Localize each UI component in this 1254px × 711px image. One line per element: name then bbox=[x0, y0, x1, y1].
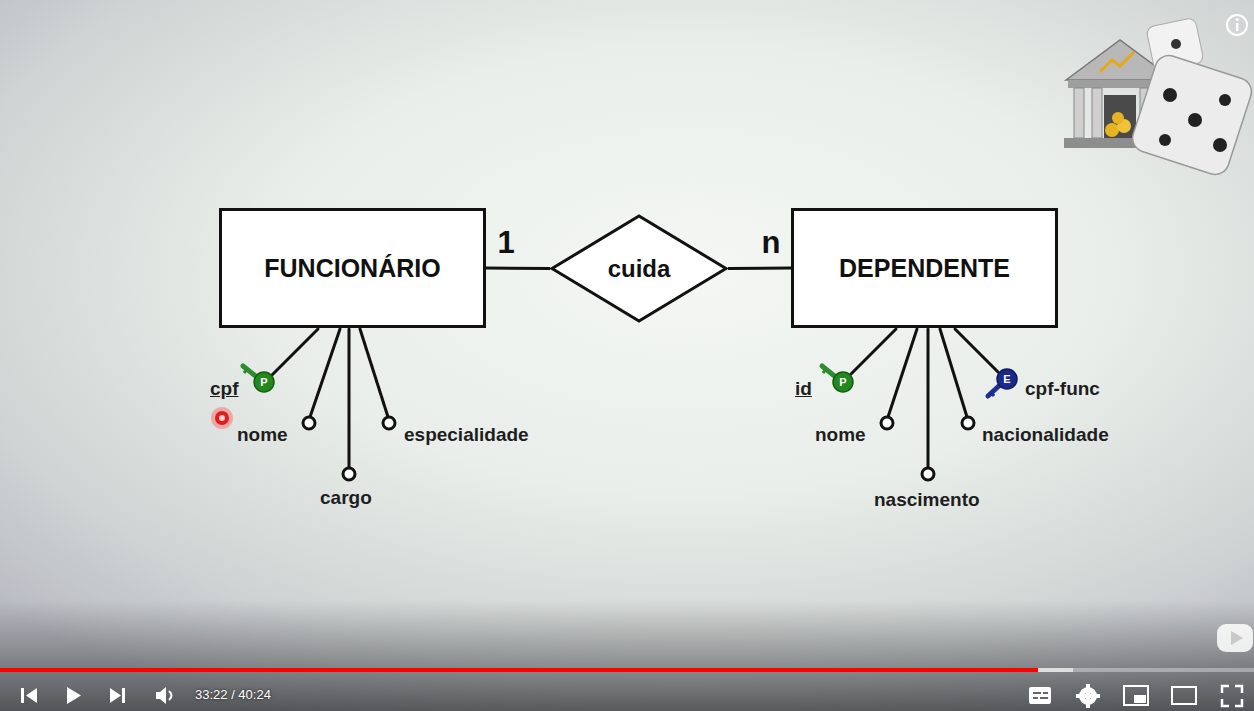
attribute-name: cpf bbox=[210, 378, 239, 400]
player-shade bbox=[0, 600, 1254, 711]
info-icon bbox=[1227, 15, 1247, 35]
attribute-name: cpf-func bbox=[1025, 378, 1100, 400]
attribute-name: nacionalidade bbox=[982, 424, 1109, 446]
cursor-dot bbox=[211, 407, 233, 429]
attribute-name: id bbox=[795, 378, 812, 400]
key-letter: P bbox=[260, 377, 267, 388]
primary-key-icon bbox=[822, 366, 853, 392]
foreign-key-icon bbox=[988, 369, 1017, 396]
attribute-name: nome bbox=[815, 424, 866, 446]
key-letter: E bbox=[1003, 374, 1010, 385]
key-letter: P bbox=[839, 377, 846, 388]
video-time: 33:22 / 40:24 bbox=[195, 687, 271, 702]
relationship-line bbox=[486, 268, 550, 270]
connector-line bbox=[486, 267, 550, 271]
entity-box: FUNCIONÁRIO bbox=[219, 208, 486, 328]
node-title: FUNCIONÁRIO bbox=[264, 254, 440, 283]
attribute-lines bbox=[272, 329, 998, 480]
node-title: DEPENDENTE bbox=[839, 254, 1010, 283]
diamond-shape bbox=[552, 216, 726, 321]
attribute-name: nascimento bbox=[874, 489, 980, 511]
progress-bar bbox=[0, 668, 1038, 672]
progress-buffer bbox=[1038, 668, 1073, 672]
relationship-diamond: cuida bbox=[550, 214, 728, 323]
node-title: cuida bbox=[608, 255, 671, 283]
relationship-line bbox=[728, 268, 791, 270]
cardinality: n bbox=[762, 225, 781, 261]
connector-line bbox=[728, 267, 791, 271]
progress-track bbox=[0, 668, 1254, 672]
entity-box: DEPENDENTE bbox=[791, 208, 1058, 328]
cardinality: 1 bbox=[497, 225, 514, 261]
attribute-name: cargo bbox=[320, 487, 372, 509]
player-controls bbox=[21, 684, 1242, 708]
primary-key-icon bbox=[243, 366, 274, 392]
channel-logo bbox=[1064, 17, 1254, 178]
watermark-icon bbox=[1217, 624, 1253, 652]
attribute-name: especialidade bbox=[404, 424, 529, 446]
attribute-name: nome bbox=[237, 424, 288, 446]
cursor-dot bbox=[215, 411, 229, 425]
